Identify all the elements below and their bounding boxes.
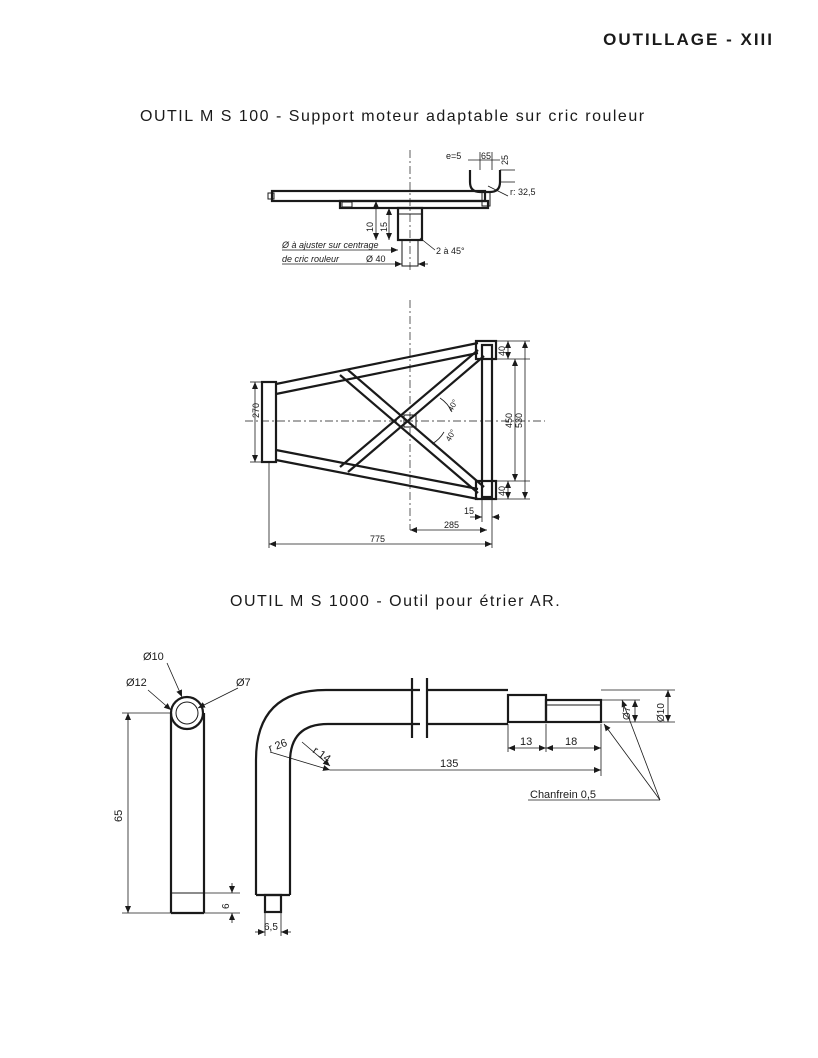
note-ajuster-1: Ø à ajuster sur centrage	[281, 240, 379, 250]
dim-65: 65	[113, 810, 125, 822]
dim-450: 450	[504, 413, 514, 428]
dim-phi10: Ø10	[656, 703, 667, 722]
bent-step-18	[544, 698, 603, 724]
dim-r325: r: 32,5	[510, 187, 536, 197]
tool-ms1000-title: OUTIL M S 1000 - Outil pour étrier AR.	[230, 593, 562, 610]
ms100-top-view: 270 40 40 450 530 40° 40° 15 285 775	[245, 300, 545, 548]
dim-r14: r 14	[310, 745, 332, 766]
end-view-inner-circle	[175, 701, 199, 725]
side-view-bar-end	[267, 192, 275, 200]
top-view-left-plate	[260, 380, 278, 464]
note-ajuster-2: de cric rouleur	[282, 254, 340, 264]
top-view-top-cup	[474, 339, 498, 361]
dim-r26: r 26	[267, 737, 289, 755]
dim-10: 10	[365, 222, 375, 232]
dim-phi12: Ø12	[126, 677, 147, 689]
dim-270: 270	[251, 403, 261, 418]
top-view-center-hub	[403, 414, 417, 428]
bent-rod-inner	[288, 722, 420, 895]
dim-285: 285	[444, 520, 459, 530]
dim-18: 18	[565, 736, 577, 748]
side-view-spigot-lower	[401, 239, 419, 267]
dim-phi10: Ø10	[143, 651, 164, 663]
dim-530: 530	[514, 413, 524, 428]
dim-13: 13	[520, 736, 532, 748]
dim-phi7: Ø7	[236, 677, 251, 689]
dim-65: 6,5	[264, 922, 278, 933]
bent-step-13	[506, 693, 548, 724]
ms1000-bent-view: r 26 r 14 135 13 18 Ø7 Ø10 6,5 Chanfrein…	[254, 678, 675, 936]
dim-e: e=5	[446, 151, 461, 161]
side-view-lower-bar-end	[341, 201, 353, 208]
dim-chamfer: 2 à 45°	[436, 246, 465, 256]
dim-40-bottom: 40	[497, 486, 507, 496]
dim-15: 15	[464, 506, 474, 516]
dim-135: 135	[440, 758, 458, 770]
side-view-cup	[468, 170, 502, 194]
top-view-bottom-cup	[474, 479, 498, 501]
bent-stub	[263, 893, 283, 914]
ms1000-end-view: Ø10 Ø12 Ø7 65 6	[113, 651, 251, 923]
side-view-main-bar	[270, 189, 487, 203]
top-view-right-member	[480, 343, 494, 499]
page-header: OUTILLAGE - XIII	[603, 30, 774, 49]
dim-phi7: Ø7	[622, 706, 633, 720]
ms100-side-view: e=5 65 25 r: 32,5 10 15 Ø à ajuster sur …	[267, 150, 536, 272]
dim-25: 25	[500, 155, 510, 165]
dim-40-top: 40	[497, 346, 507, 356]
dim-angle-2: 40°	[444, 428, 458, 443]
tool-ms100-title: OUTIL M S 100 - Support moteur adaptable…	[140, 108, 646, 125]
dim-65: 65	[481, 151, 491, 161]
dim-angle-1: 40°	[446, 398, 460, 413]
side-view-cup-stem	[481, 191, 491, 207]
bent-rod-outer	[254, 688, 420, 895]
dim-775: 775	[370, 534, 385, 544]
dim-phi40: Ø 40	[366, 254, 386, 264]
dim-15: 15	[379, 222, 389, 232]
note-chanfrein: Chanfrein 0,5	[530, 789, 596, 801]
dim-6: 6	[221, 903, 232, 909]
